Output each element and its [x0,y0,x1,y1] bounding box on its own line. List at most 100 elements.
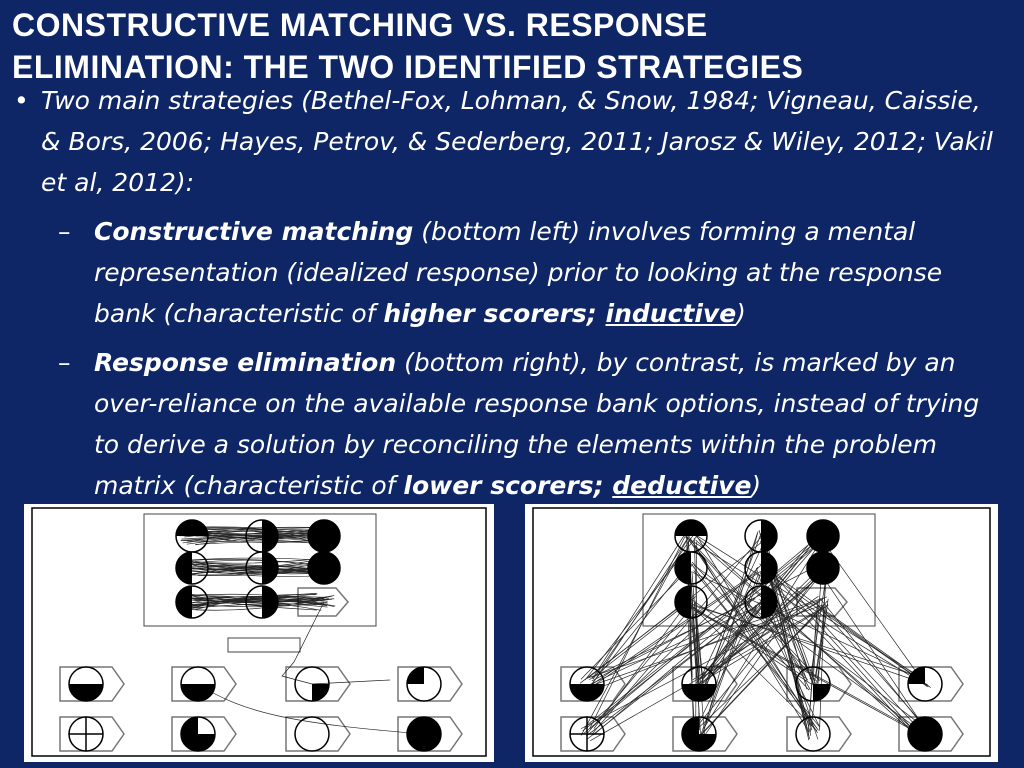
gaze-line [187,593,326,600]
gaze-line [582,540,822,732]
response-option-figure-outline [294,716,330,752]
gaze-line [190,602,322,611]
gaze-line [686,600,818,732]
slide-content: • Two main strategies (Bethel-Fox, Lohma… [14,80,999,506]
gaze-line [693,596,704,688]
gaze-line [179,568,318,576]
gaze-line [762,538,818,688]
gaze-line [195,534,327,546]
gaze-line [701,531,759,739]
bullet-mark: • [14,86,29,115]
answer-box [227,637,301,653]
gaze-line [186,567,316,577]
underlined-deductive: deductive [612,471,752,500]
gaze-line [693,564,930,738]
gaze-line [184,594,316,611]
gaze-line [763,530,808,690]
gaze-line [181,529,315,543]
gaze-line [815,603,828,678]
gaze-line [700,604,825,736]
response-option-figure-fill [181,684,215,701]
bold-lower-scorers: lower scorers; [403,471,613,500]
response-option-figure [681,716,717,752]
gaze-line [761,573,819,740]
matrix-cell [307,519,341,553]
gaze-line [766,561,925,735]
response-option-figure-fill [813,684,830,701]
gaze-line [704,533,758,691]
underlined-inductive: inductive [605,299,737,328]
matrix-cell-fill [675,520,707,536]
gaze-line [194,598,325,602]
bold-higher-scorers: higher scorers; [383,299,606,328]
gaze-line [697,604,829,685]
sub-bullet-text: (bottom right), by contrast, is marked b… [94,348,980,500]
gaze-line [195,562,335,571]
response-option-figure-fill [682,717,716,751]
gaze-line [691,561,810,691]
gaze-line [183,597,328,608]
response-option-figure-fill [312,684,329,701]
gaze-line [589,596,696,681]
gaze-line [585,596,828,679]
gaze-paths [579,529,931,741]
response-option-figure-fill [570,684,604,701]
response-option-figure-fill [69,684,103,701]
gaze-line [185,603,331,610]
gaze-line [694,564,824,691]
gaze-line [701,571,820,740]
term-response-elimination: Response elimination [94,348,397,377]
gaze-line [181,557,321,561]
matrix-cell [806,551,840,585]
response-option-figure-fill [181,717,215,751]
gaze-line [817,569,930,736]
gaze-line [817,604,929,731]
gaze-line [311,679,391,685]
gaze-line [700,541,765,678]
gaze-line [179,598,328,605]
gaze-line [586,598,766,737]
gaze-line [808,605,818,730]
response-option-figure [406,666,442,702]
gaze-line [757,601,821,728]
gaze-line [685,605,924,737]
response-option-figure-fill [682,684,716,701]
gaze-line [191,529,329,542]
gaze-line [762,562,919,736]
gaze-paths [178,526,425,735]
gaze-line [686,532,695,731]
gaze-line [584,536,698,681]
gaze-line [195,541,331,545]
gaze-line [820,537,927,687]
matrix-cell-fill [308,520,340,552]
gaze-line [182,558,323,567]
gaze-line [587,561,691,689]
main-bullet: • Two main strategies (Bethel-Fox, Lohma… [14,80,999,203]
dash-mark: – [58,217,71,246]
gaze-line [692,604,829,735]
gaze-line [195,528,327,537]
sub-bullet-constructive-matching: – Constructive matching (bottom left) in… [14,211,999,334]
gaze-line [588,571,758,688]
gaze-line [688,541,693,678]
closing-paren: ) [751,471,762,500]
main-bullet-text: Two main strategies (Bethel-Fox, Lohman,… [41,86,994,197]
gaze-line [692,572,922,680]
gaze-line [687,534,810,732]
matrix-cell-fill [807,552,839,584]
gaze-line [580,563,694,680]
gaze-line [701,605,757,679]
slide-title-line-1: CONSTRUCTIVE MATCHING VS. RESPONSE [12,7,708,43]
dash-mark: – [58,348,71,377]
gaze-line [191,567,325,578]
gaze-line [692,597,825,681]
eye-tracking-plot-left [31,507,487,757]
gaze-line [688,539,815,730]
gaze-line [592,532,696,680]
gaze-line [693,604,758,734]
slide-title: CONSTRUCTIVE MATCHING VS. RESPONSE ELIMI… [12,4,1012,88]
gaze-line [586,604,694,735]
gaze-line [593,605,686,729]
gaze-line [695,537,818,689]
gaze-line [583,606,756,688]
